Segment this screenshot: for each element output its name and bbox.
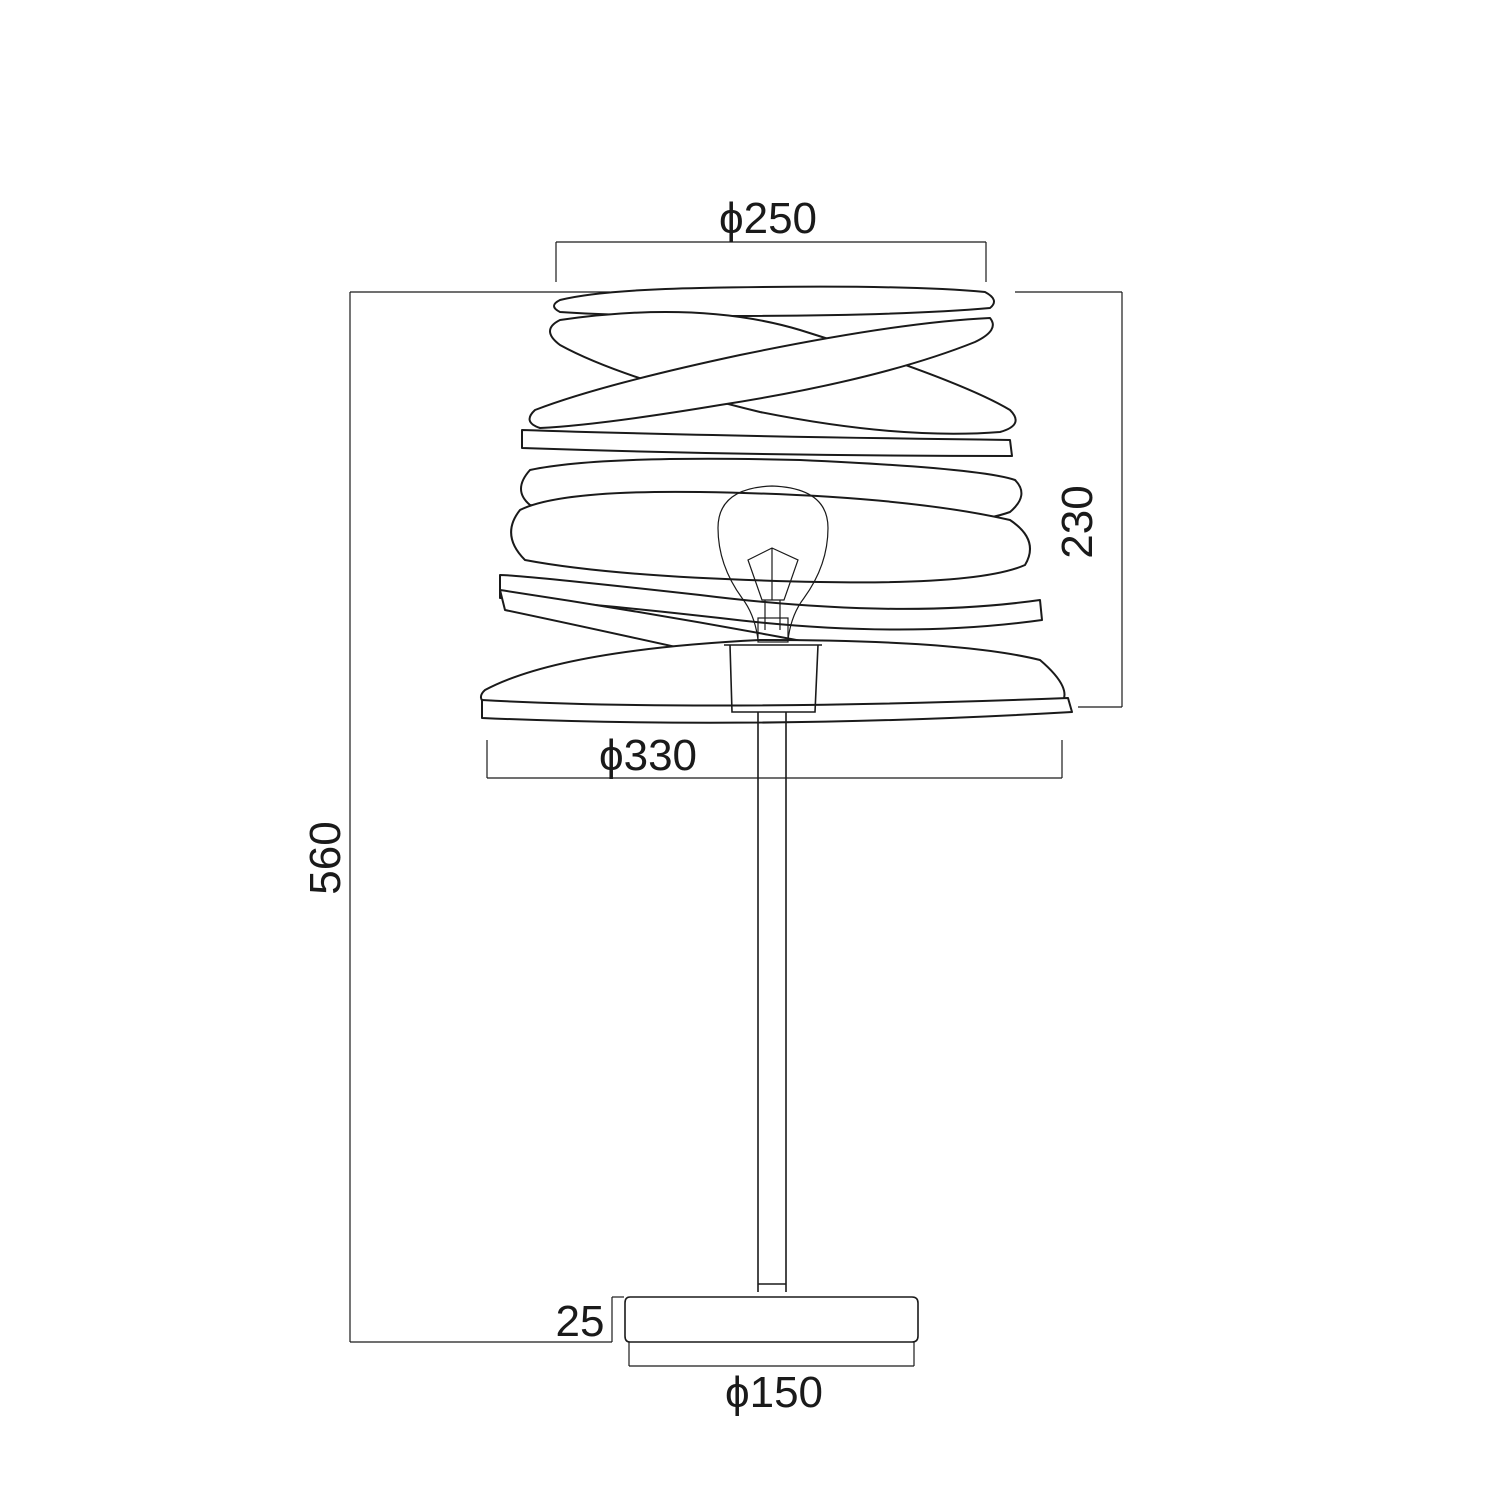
label-base-diameter: ϕ150 — [725, 1368, 823, 1417]
dim-line-shade-height — [1015, 291, 1123, 708]
light-bulb — [717, 485, 829, 643]
dim-line-top-diameter — [555, 241, 987, 282]
shade-band-6 — [510, 490, 1031, 584]
label-shade-bottom-diameter: ϕ330 — [599, 731, 697, 780]
shade-band-4 — [521, 429, 1013, 457]
bulb-glass — [717, 485, 829, 641]
shade-band-7 — [499, 574, 1043, 631]
label-shade-height: 230 — [1053, 485, 1102, 558]
label-shade-top-diameter: ϕ250 — [719, 194, 817, 243]
lamp-base — [624, 1296, 919, 1343]
shade-band-3 — [528, 317, 994, 429]
dim-line-base-diameter — [628, 1342, 915, 1367]
shade-band-1 — [553, 285, 995, 317]
lamp-shade — [480, 285, 1073, 724]
bulb-base — [757, 617, 789, 643]
bulb-filament — [747, 547, 799, 630]
dim-line-bottom-diameter — [486, 740, 1063, 779]
label-base-height: 25 — [556, 1297, 605, 1346]
label-total-height: 560 — [301, 821, 350, 894]
dim-line-total-height — [349, 291, 612, 1343]
shade-band-10 — [481, 697, 1073, 724]
lamp-socket — [724, 644, 822, 713]
dim-line-base-height — [611, 1296, 624, 1342]
lamp-stem — [757, 712, 787, 1292]
